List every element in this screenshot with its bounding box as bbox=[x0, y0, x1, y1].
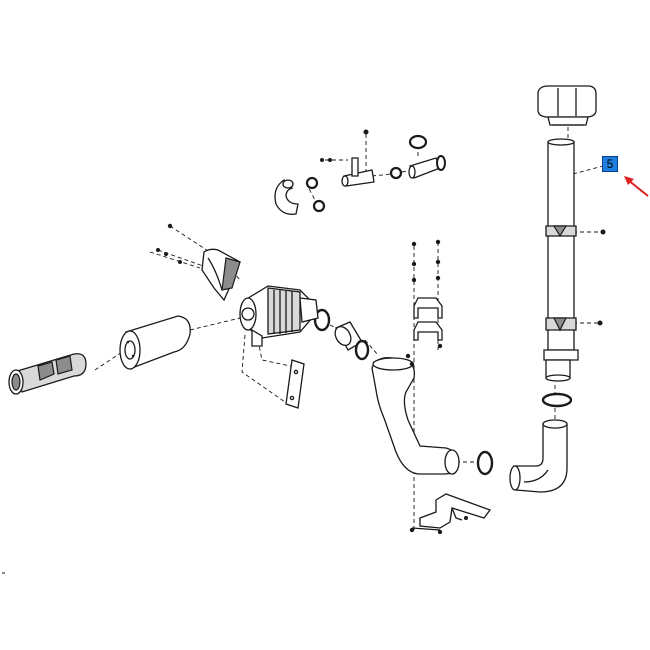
vertical-bolts bbox=[411, 239, 441, 283]
air-filter-housing bbox=[239, 285, 319, 347]
coupling-o-ring-2 bbox=[354, 339, 370, 361]
pipe-o-ring bbox=[541, 392, 573, 408]
lower-elbow-hose bbox=[509, 419, 568, 493]
part-number-callout: 5 bbox=[602, 156, 618, 172]
coupling-sleeve bbox=[334, 321, 363, 351]
coupling-o-ring-1 bbox=[313, 308, 331, 332]
clamp-screws bbox=[156, 223, 182, 264]
bottom-bracket bbox=[409, 493, 492, 535]
clamp-bolts bbox=[597, 229, 606, 326]
filter-band-clamp bbox=[201, 248, 241, 302]
air-intake-cap bbox=[537, 85, 597, 126]
filter-element bbox=[119, 315, 191, 370]
breather-pipe-assembly bbox=[274, 129, 446, 215]
intake-pipe bbox=[543, 138, 579, 382]
housing-mount-bracket bbox=[285, 359, 305, 409]
mounting-clips bbox=[413, 297, 443, 341]
inlet-hose bbox=[8, 353, 87, 395]
s-shaped-air-duct bbox=[371, 357, 460, 475]
hose-o-ring bbox=[476, 450, 494, 476]
callout-arrow bbox=[624, 176, 649, 197]
duct-bolts bbox=[405, 343, 443, 367]
